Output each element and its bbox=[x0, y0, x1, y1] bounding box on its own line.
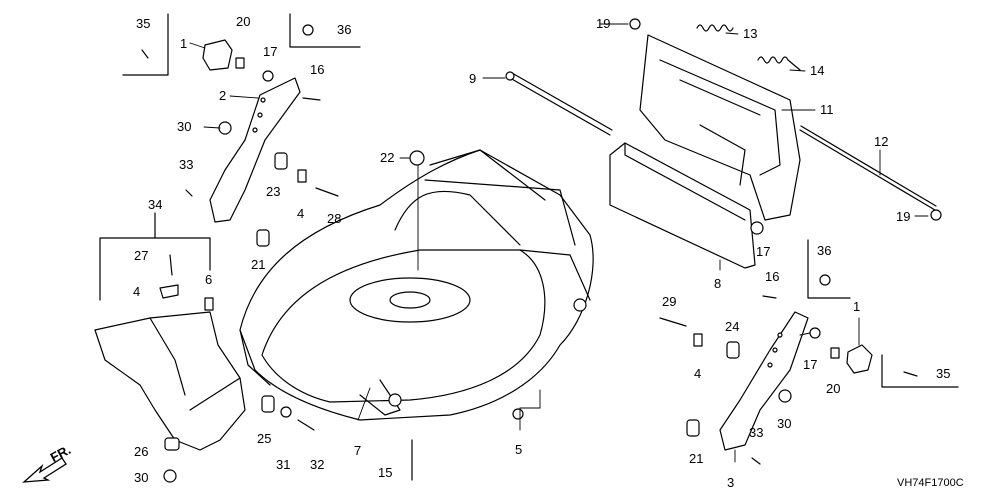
callout-4-left: 4 bbox=[133, 284, 141, 299]
callout-20-top: 20 bbox=[236, 14, 251, 29]
callout-28: 28 bbox=[327, 211, 342, 226]
callout-34: 34 bbox=[148, 197, 163, 212]
mulching-plug-part-34 bbox=[94, 311, 246, 451]
bracket-34 bbox=[99, 212, 211, 301]
callout-33-right: 33 bbox=[749, 425, 764, 440]
small-hardware bbox=[159, 18, 942, 483]
shaft-part-9 bbox=[505, 71, 613, 136]
callout-13: 13 bbox=[743, 26, 758, 41]
lever-part-3 bbox=[719, 311, 809, 451]
callout-30-right: 30 bbox=[777, 416, 792, 431]
spring-part-14 bbox=[757, 56, 801, 71]
shaft-part-12 bbox=[799, 125, 937, 211]
callout-36-top: 36 bbox=[337, 22, 352, 37]
callout-19-top: 19 bbox=[596, 16, 611, 31]
diagram-reference-code: VH74F1700C bbox=[897, 477, 964, 489]
callout-24: 24 bbox=[725, 319, 740, 334]
callout-16-right: 16 bbox=[765, 269, 780, 284]
knob-part-1-right bbox=[846, 344, 873, 374]
bag-frame-part-11 bbox=[639, 34, 801, 221]
callout-5: 5 bbox=[515, 442, 523, 457]
callout-6: 6 bbox=[205, 272, 213, 287]
callout-7: 7 bbox=[354, 443, 362, 458]
group-box-36-right bbox=[807, 239, 851, 299]
callout-29: 29 bbox=[662, 294, 677, 309]
callout-11: 11 bbox=[820, 102, 834, 117]
callout-1-right: 1 bbox=[853, 299, 861, 314]
callout-17-right: 17 bbox=[803, 357, 818, 372]
callout-21-left: 21 bbox=[251, 257, 266, 272]
callout-31: 31 bbox=[276, 457, 291, 472]
callout-32: 32 bbox=[310, 457, 325, 472]
callout-14: 14 bbox=[810, 63, 825, 78]
group-box-36-top bbox=[289, 13, 361, 48]
callout-19-right: 19 bbox=[896, 209, 911, 224]
callout-35-top: 35 bbox=[136, 16, 151, 31]
bolts bbox=[141, 49, 918, 481]
mower-deck-part-7 bbox=[239, 149, 594, 421]
callout-30-bottom: 30 bbox=[134, 470, 149, 485]
callout-25: 25 bbox=[257, 431, 272, 446]
callout-4-right: 4 bbox=[694, 366, 702, 381]
lever-part-2 bbox=[209, 77, 301, 223]
callout-21-right: 21 bbox=[689, 451, 704, 466]
callout-20-right: 20 bbox=[826, 381, 841, 396]
callout-23: 23 bbox=[266, 184, 281, 199]
rear-flap-part-8 bbox=[609, 142, 756, 269]
callout-12: 12 bbox=[874, 134, 889, 149]
front-arrow-icon bbox=[22, 457, 67, 483]
callout-35-right: 35 bbox=[936, 366, 951, 381]
callout-9: 9 bbox=[469, 71, 477, 86]
callout-4-top: 4 bbox=[297, 206, 305, 221]
callout-16-top: 16 bbox=[310, 62, 325, 77]
callout-27: 27 bbox=[134, 248, 149, 263]
callout-15: 15 bbox=[378, 465, 393, 480]
callout-18: 17 bbox=[756, 244, 771, 259]
group-box-35-top bbox=[122, 13, 169, 76]
callout-33-left: 33 bbox=[179, 157, 194, 172]
callout-3: 3 bbox=[727, 475, 735, 490]
callout-8: 8 bbox=[714, 276, 722, 291]
group-box-35-right bbox=[881, 354, 959, 388]
callout-1-top: 1 bbox=[180, 36, 188, 51]
callout-17-top: 17 bbox=[263, 44, 278, 59]
callout-26: 26 bbox=[134, 444, 149, 459]
callout-2: 2 bbox=[219, 88, 227, 103]
knob-part-1-top bbox=[202, 39, 233, 71]
spring-part-13 bbox=[696, 24, 734, 32]
leader-lines bbox=[189, 23, 929, 463]
callout-30-top: 30 bbox=[177, 119, 192, 134]
callout-36-right: 36 bbox=[817, 243, 832, 258]
callout-22: 22 bbox=[380, 150, 395, 165]
